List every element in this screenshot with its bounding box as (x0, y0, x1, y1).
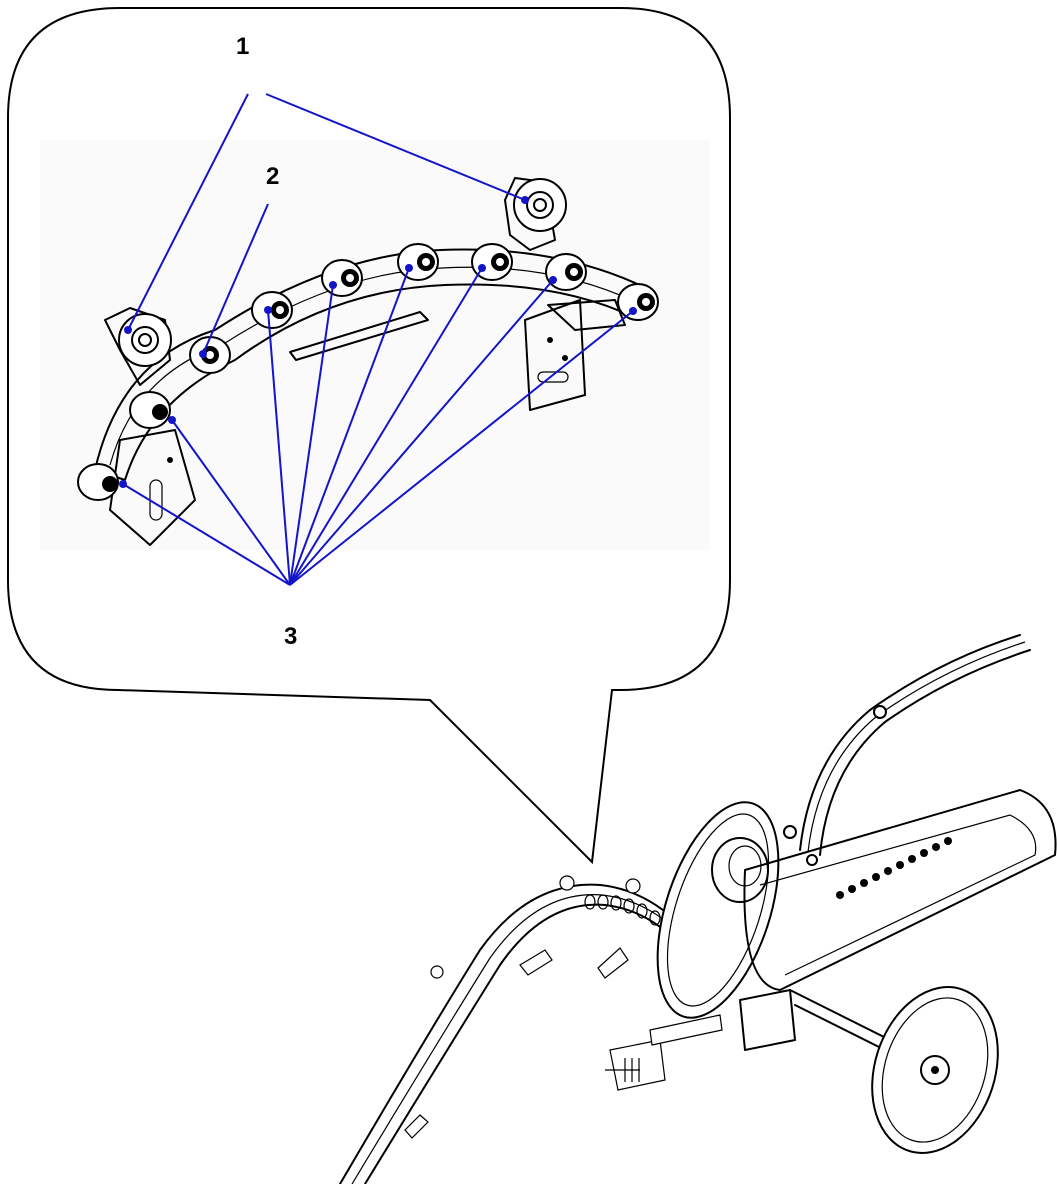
guide-roller-top-right (513, 178, 567, 232)
callout-label-2: 2 (266, 163, 279, 190)
guide-roller-left (118, 313, 172, 367)
support-roller-2 (189, 336, 231, 374)
callout-label-1: 1 (236, 33, 249, 60)
curved-rail-detail (77, 177, 659, 546)
conveyor-overview (339, 634, 1057, 1184)
roller-chain (77, 243, 659, 501)
leader-lines (119, 93, 637, 586)
rear-wheel (871, 986, 999, 1154)
callout-label-3: 3 (284, 623, 297, 650)
drive-wheel (656, 801, 780, 1019)
